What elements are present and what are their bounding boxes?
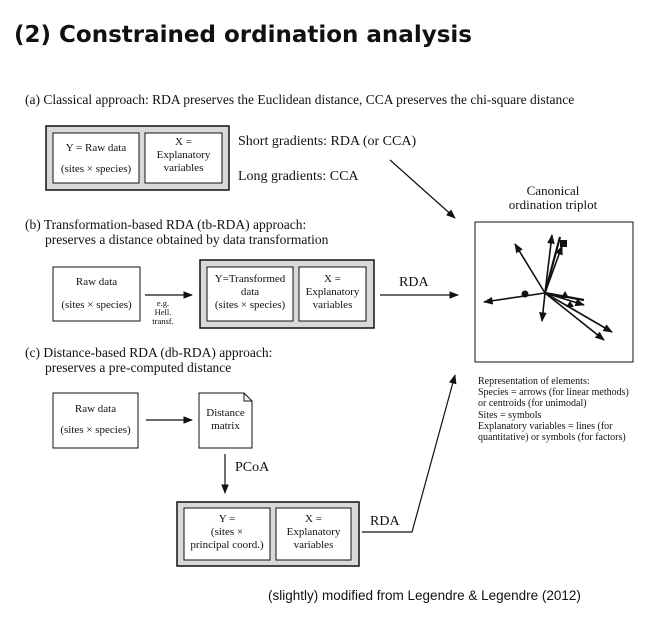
section-b-y-line3: (sites × species) [214,299,286,311]
legend-line: Explanatory variables = lines (for [478,420,613,432]
section-c-raw-box-text: Raw data (sites × species) [53,403,138,437]
section-a-x-line1: X = [175,136,192,148]
section-c-raw-box [52,392,139,449]
section-b-x-box [298,266,367,322]
section-c-y-line1: Y = [218,513,236,525]
triplot-line [543,236,562,294]
triplot-title: Canonical ordination triplot [488,184,618,212]
triplot-legend: Representation of elements: Species = ar… [478,376,629,443]
section-b-y-line1: Y=Transformed [214,273,286,285]
section-c-heading: (c) Distance-based RDA (db-RDA) approach… [25,345,272,375]
arrow-c-to-triplot [362,374,457,533]
section-b-line2: preserves a distance obtained by data tr… [45,232,329,247]
section-a-x-line2: Explanatory [156,149,211,161]
footer-citation: (slightly) modified from Legendre & Lege… [268,588,581,603]
long-gradients-label: Long gradients: CCA [238,169,359,184]
section-c-y-line2: (sites × [210,526,244,538]
page-title: (2) Constrained ordination analysis [14,22,472,48]
triplot-site [566,301,574,307]
section-c-y-line3: principal coord.) [190,539,264,551]
legend-line: or centroids (for unimodal) [478,398,587,410]
section-c-x-box [275,507,352,561]
section-c-x-box-text: X = Explanatory variables [276,513,351,552]
triplot-site [521,290,529,298]
section-b-y-box [206,266,294,322]
triplot-box [474,221,634,363]
section-c-rda-label: RDA [370,514,400,529]
section-a-x-box-text: X = Explanatory variables [145,136,222,175]
section-b-x-box-text: X = Explanatory variables [299,273,366,312]
section-c-line2: preserves a pre-computed distance [45,360,232,375]
section-a-y-line1: Y = Raw data [65,142,127,154]
transform-note-line3: transf. [152,316,174,326]
section-c-x-line2: Explanatory [286,526,341,538]
legend-line: Sites = symbols [478,409,542,421]
section-a-y-line2: (sites × species) [60,163,132,175]
section-c-x-line1: X = [305,513,322,525]
triplot-arrow [544,234,555,294]
triplot-arrow [539,292,547,322]
section-c-x-line3: variables [293,539,334,551]
section-c-distance-box [198,392,253,449]
section-b-x-line1: X = [324,273,341,285]
section-c-y-box-text: Y = (sites × principal coord.) [184,513,270,552]
section-b-raw-box-text: Raw data (sites × species) [53,276,140,312]
section-a-y-box [52,132,140,184]
pcoa-label: PCoA [235,460,270,475]
section-c-raw-line2: (sites × species) [60,424,131,436]
triplot-site [561,291,569,298]
transform-note-line2: Hell. [154,307,172,317]
triplot-arrow [544,292,613,333]
section-c-y-box [183,507,271,561]
section-b-line1: (b) Transformation-based RDA (tb-RDA) ap… [25,217,307,232]
section-c-distance-box-text: Distance matrix [199,407,252,433]
triplot-arrow [544,292,605,341]
section-a-heading: (a) Classical approach: RDA preserves th… [25,92,575,107]
arrow-a-to-triplot [389,159,456,219]
section-b-rda-label: RDA [399,275,429,290]
transform-note-line1: e.g. [156,298,170,308]
triplot-title-line2: ordination triplot [508,197,598,212]
triplot-site [560,240,567,247]
section-c-line1: (c) Distance-based RDA (db-RDA) approach… [25,345,273,360]
section-b-raw-line2: (sites × species) [61,299,132,311]
legend-line: Representation of elements: [478,376,590,387]
section-b-x-line2: Explanatory [305,286,360,298]
section-c-distance-line2: matrix [211,420,240,432]
section-b-raw-box [52,266,141,322]
section-b-heading: (b) Transformation-based RDA (tb-RDA) ap… [25,217,328,247]
section-b-x-line3: variables [312,299,353,311]
transform-note: e.g. Hell. transf. [146,299,180,326]
triplot-arrow [483,292,546,305]
triplot-arrow [514,243,546,294]
section-b-y-box-text: Y=Transformed data (sites × species) [207,273,293,312]
short-gradients-label: Short gradients: RDA (or CCA) [238,134,417,149]
triplot-title-line1: Canonical [526,183,580,198]
triplot-elements [483,234,613,341]
section-c-distance-line1: Distance [206,407,245,419]
legend-line: quantitative) or symbols (for factors) [478,432,626,444]
section-a-x-box [144,132,223,184]
legend-line: Species = arrows (for linear methods) [478,387,629,399]
section-c-raw-line1: Raw data [74,403,117,415]
section-a-x-line3: variables [163,162,204,174]
section-b-raw-line1: Raw data [75,276,118,288]
section-b-y-line2: data [240,286,260,298]
section-a-y-box-text: Y = Raw data (sites × species) [53,142,139,176]
